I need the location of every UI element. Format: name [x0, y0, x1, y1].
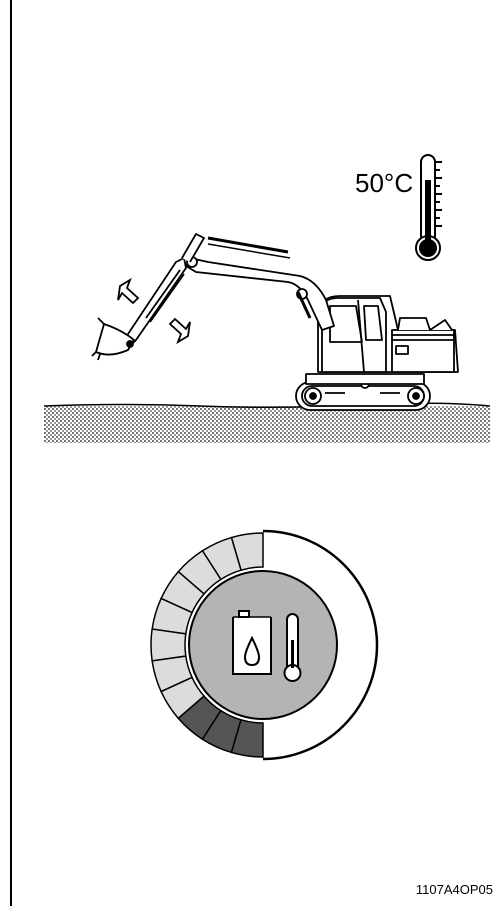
ground-surface — [43, 402, 491, 443]
gauge-segment-hot — [230, 718, 264, 758]
temperature-label: 50°C — [355, 168, 414, 198]
gauge-segments — [150, 532, 264, 758]
direction-arrow-icon — [117, 277, 191, 345]
figure-code: 1107A4OP05 — [415, 882, 493, 897]
excavator-illustration — [91, 233, 459, 411]
hydraulic-oil-temperature-gauge — [150, 529, 379, 761]
gauge-thermometer-icon — [283, 613, 302, 682]
hydraulic-oil-tank-icon — [232, 610, 272, 675]
frame-left-line — [10, 0, 12, 906]
thermometer-icon — [415, 154, 442, 261]
